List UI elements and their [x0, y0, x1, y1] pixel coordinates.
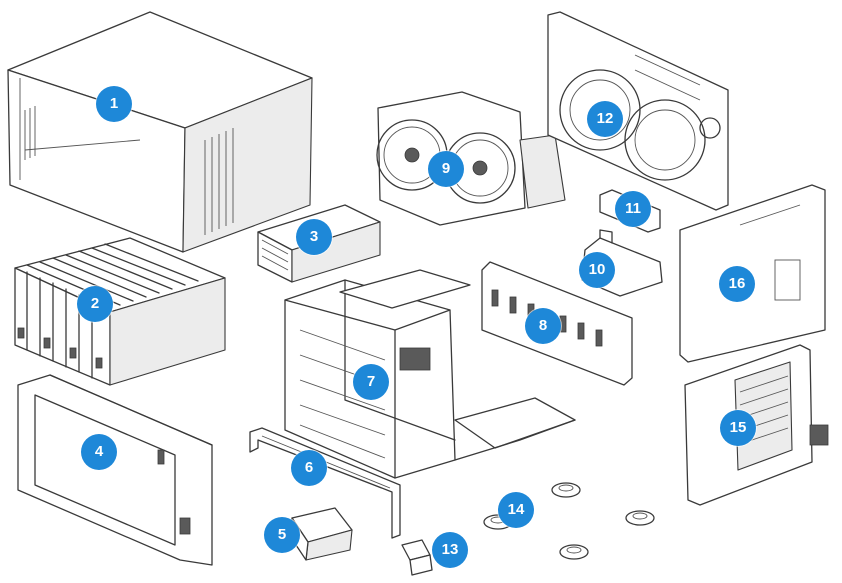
callout-13: 13 [432, 532, 468, 568]
part-rubber-feet [483, 482, 655, 560]
part-motherboard [684, 344, 829, 506]
callout-1: 1 [96, 86, 132, 122]
callout-6: 6 [291, 450, 327, 486]
callout-5: 5 [264, 517, 300, 553]
callout-16: 16 [719, 266, 755, 302]
part-rear-panel [547, 11, 729, 211]
callout-10: 10 [579, 252, 615, 288]
part-drive-trays [14, 237, 226, 386]
callout-4: 4 [81, 434, 117, 470]
part-small-module [289, 507, 353, 561]
callout-7: 7 [353, 364, 389, 400]
part-power-supply [257, 204, 381, 283]
callout-11: 11 [615, 191, 651, 227]
callout-14: 14 [498, 492, 534, 528]
callout-3: 3 [296, 219, 332, 255]
callout-15: 15 [720, 410, 756, 446]
callout-8: 8 [525, 308, 561, 344]
part-dual-fan [376, 91, 566, 226]
callout-9: 9 [428, 151, 464, 187]
callout-2: 2 [77, 286, 113, 322]
part-side-panel [679, 184, 826, 363]
part-clips [401, 539, 433, 576]
part-front-bezel [17, 374, 213, 566]
callout-12: 12 [587, 101, 623, 137]
part-case-cover [7, 11, 313, 253]
